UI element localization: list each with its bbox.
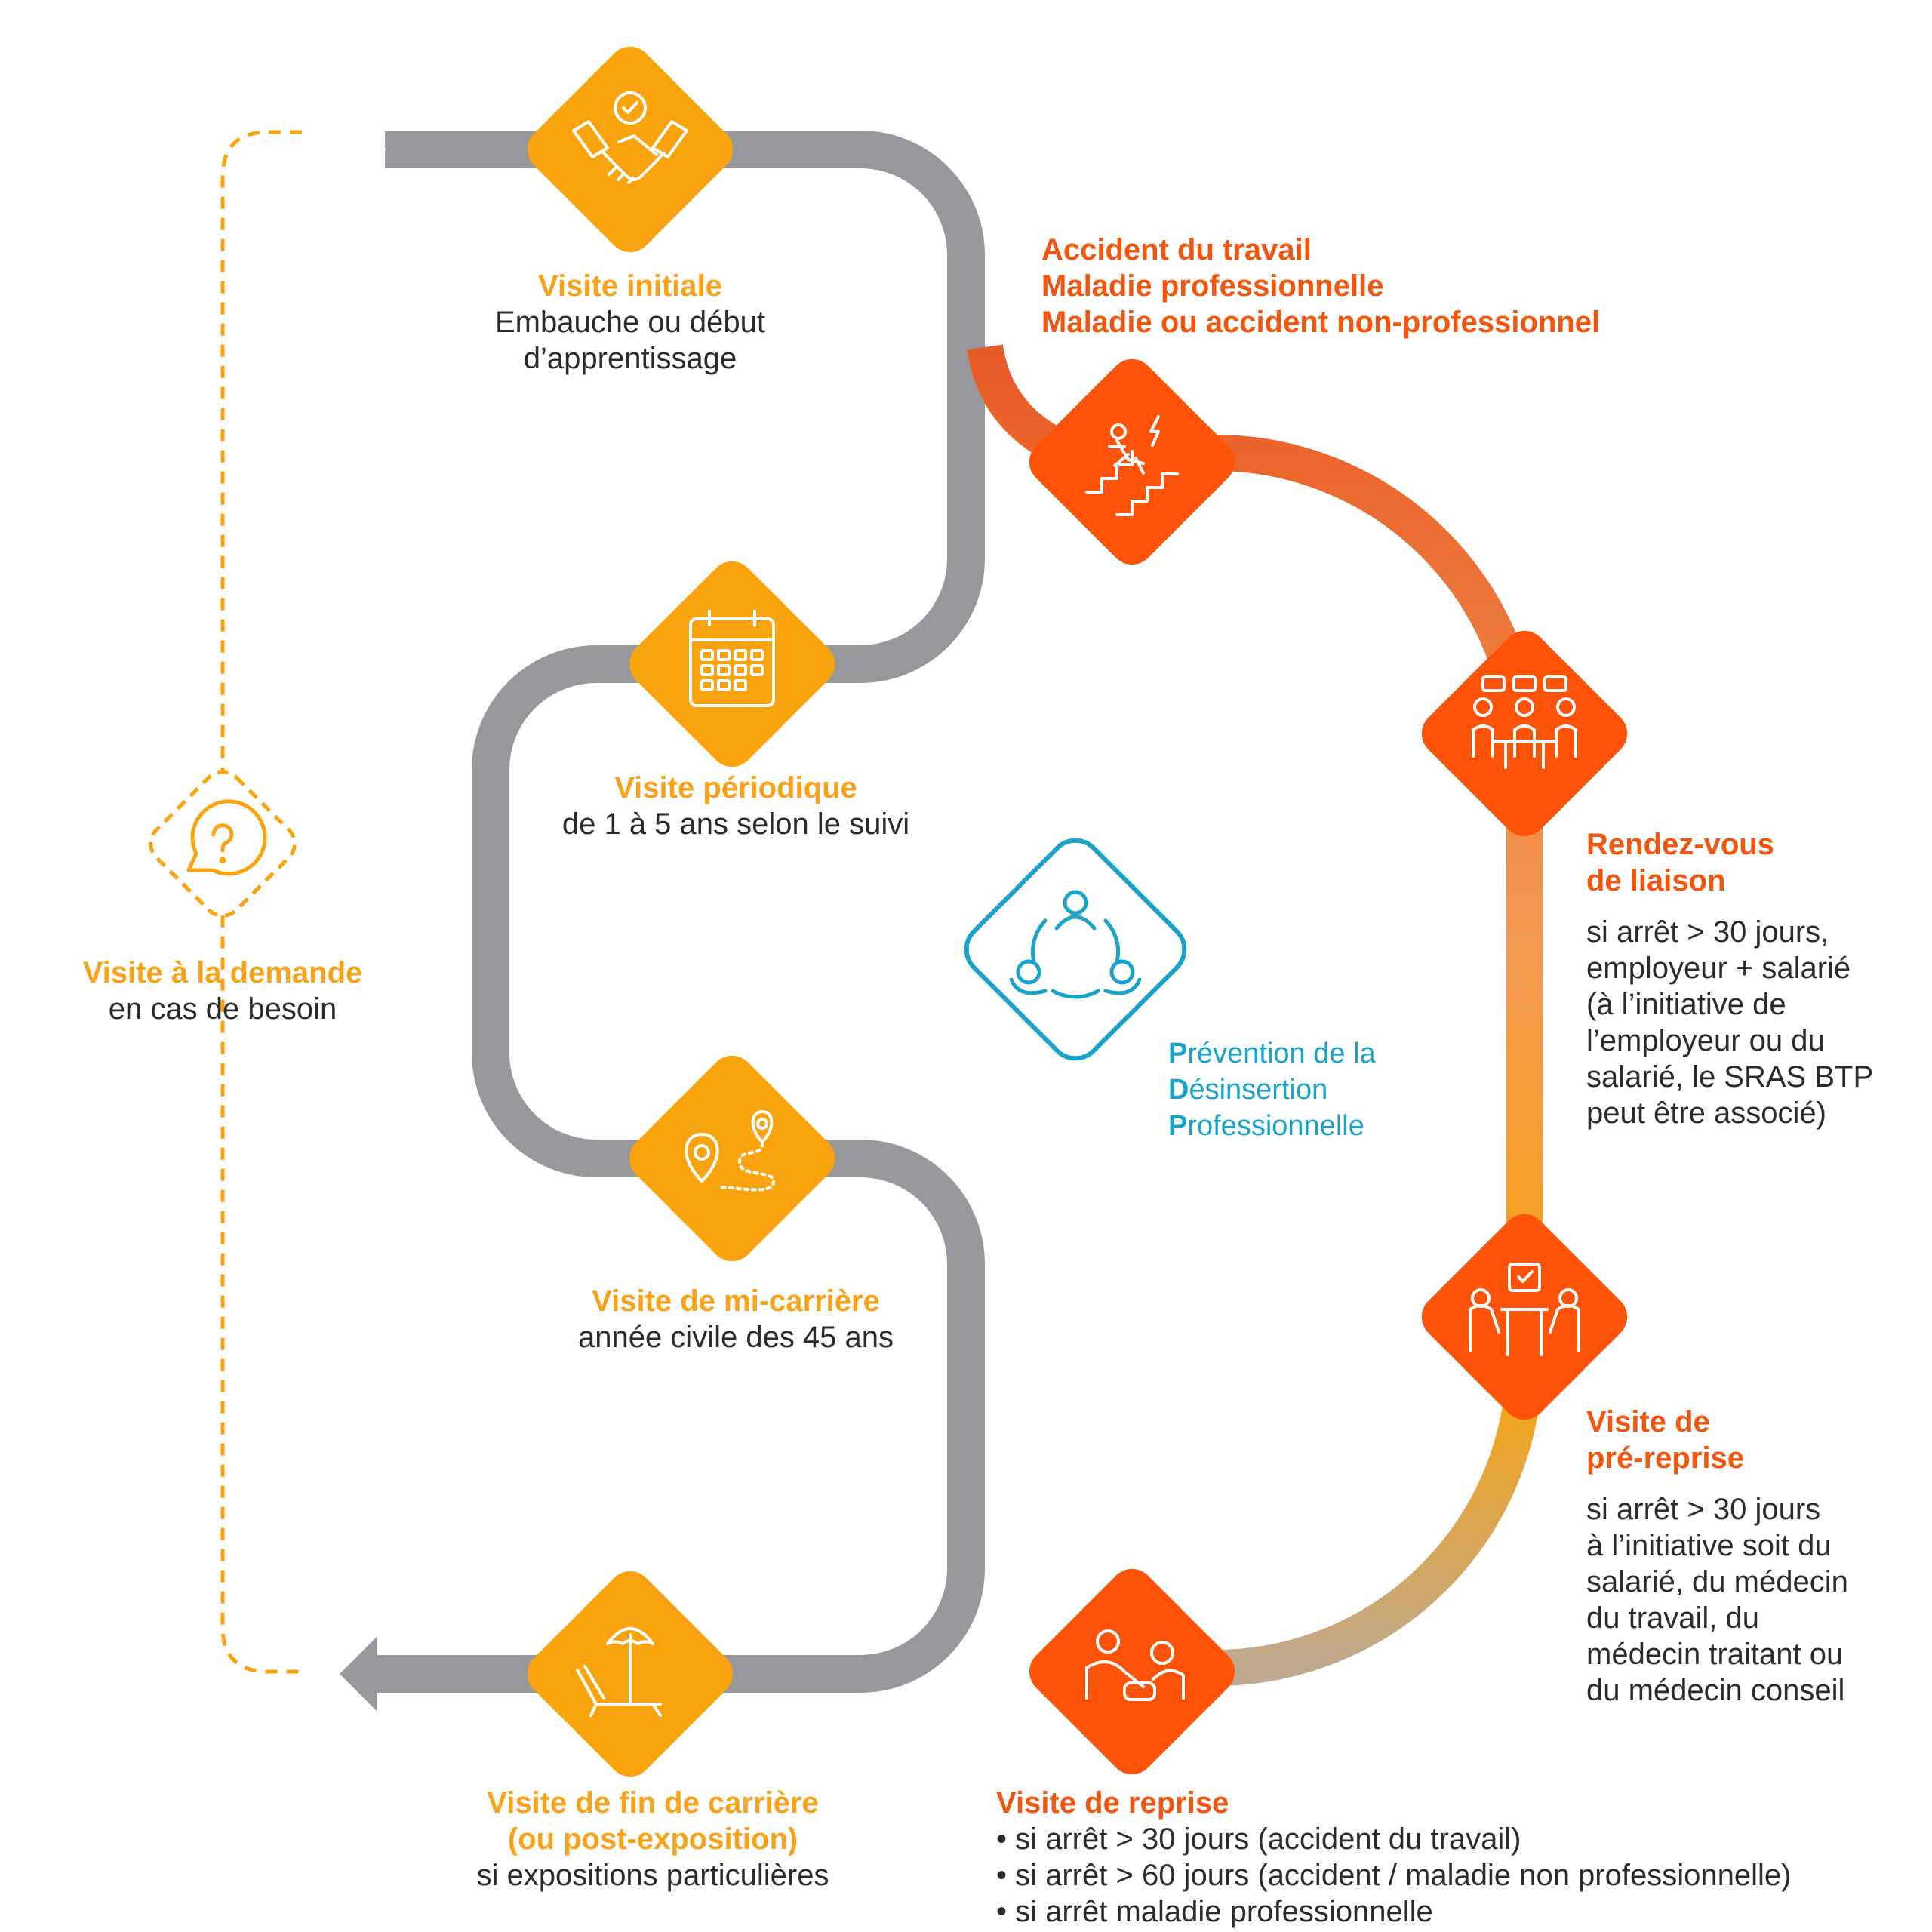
- periodic-visit-title: Visite périodique: [614, 771, 857, 804]
- pdp-header-label: Accident du travail Maladie professionne…: [1041, 232, 1600, 340]
- meeting-icon: [1472, 675, 1577, 769]
- end-of-career-visit-label: Visite de fin de carrière (ou post-expos…: [477, 1785, 829, 1894]
- beach-chair-icon: [576, 1627, 662, 1717]
- periodic-visit-diamond: [629, 561, 835, 768]
- pdp-line-1: Prévention de la: [1168, 1038, 1376, 1069]
- liaison-desc-5: salarié, le SRAS BTP: [1586, 1060, 1874, 1094]
- route-pins-icon: [685, 1110, 775, 1192]
- pdp-center-diamond: [964, 838, 1187, 1061]
- pre-reprise-desc-3: salarié, du médecin: [1586, 1565, 1848, 1598]
- falling-stairs-icon: [1085, 415, 1179, 516]
- on-demand-visit-label: Visite à la demande en cas de besoin: [83, 955, 363, 1027]
- on-demand-visit-diamond: [149, 770, 297, 918]
- track-start-notch: [362, 128, 386, 171]
- periodic-visit-desc: de 1 à 5 ans selon le suivi: [561, 808, 910, 841]
- pre-reprise-desc-4: du travail, du: [1586, 1601, 1760, 1635]
- pdp-header-3: Maladie ou accident non-professionnel: [1041, 306, 1601, 339]
- mid-career-visit-desc: année civile des 45 ans: [577, 1321, 894, 1354]
- liaison-desc-3: (à l’initiative de: [1586, 988, 1786, 1021]
- initial-visit-label: Visite initiale Embauche ou début d’appr…: [495, 268, 765, 377]
- reprise-desc-3: • si arrêt maladie professionnelle: [996, 1895, 1433, 1928]
- end-of-career-title-2: (ou post-exposition): [507, 1823, 798, 1856]
- liaison-desc-2: employeur + salarié: [1586, 952, 1851, 985]
- pdp-center-label: Prévention de la Désinsertion Profession…: [1168, 1035, 1376, 1144]
- handshake-icon: [572, 91, 688, 184]
- initial-visit-desc-1: Embauche ou début: [494, 306, 766, 339]
- track-end-arrow: [340, 1636, 377, 1712]
- main-career-track: [374, 131, 985, 1693]
- calendar-icon: [689, 610, 775, 707]
- initial-visit-desc-2: d’apprentissage: [523, 342, 737, 375]
- pre-reprise-desc-2: à l’initiative soit du: [1586, 1529, 1832, 1562]
- pdp-header-2: Maladie professionnelle: [1041, 269, 1384, 303]
- reprise-label: Visite de reprise • si arrêt > 30 jours …: [996, 1785, 1791, 1930]
- mid-career-visit-label: Visite de mi-carrière année civile des 4…: [578, 1283, 894, 1355]
- liaison-diamond: [1421, 630, 1628, 837]
- liaison-label: Rendez-vous de liaison si arrêt > 30 jou…: [1586, 826, 1873, 1131]
- pdp-header-1: Accident du travail: [1041, 233, 1312, 266]
- end-of-career-desc: si expositions particulières: [476, 1859, 829, 1892]
- mid-career-visit-diamond: [629, 1055, 835, 1262]
- question-bubble-icon: [186, 799, 267, 876]
- care-icon: [1085, 1629, 1185, 1701]
- pre-reprise-title-2: pré-reprise: [1586, 1441, 1744, 1475]
- initial-visit-diamond: [527, 46, 734, 253]
- reprise-title: Visite de reprise: [996, 1786, 1229, 1820]
- team-circle-icon: [1009, 890, 1142, 999]
- pre-reprise-desc-5: médecin traitant ou: [1586, 1638, 1844, 1671]
- reprise-desc-1: • si arrêt > 30 jours (accident du trava…: [996, 1823, 1521, 1856]
- end-of-career-visit-diamond: [527, 1571, 734, 1777]
- liaison-desc-1: si arrêt > 30 jours,: [1586, 915, 1829, 949]
- on-demand-title: Visite à la demande: [82, 956, 363, 989]
- mid-career-visit-title: Visite de mi-carrière: [592, 1284, 880, 1318]
- liaison-title-1: Rendez-vous: [1586, 828, 1774, 861]
- periodic-visit-label: Visite périodique de 1 à 5 ans selon le …: [562, 770, 909, 842]
- pdp-line-2: Désinsertion: [1168, 1074, 1328, 1106]
- reprise-diamond: [1029, 1568, 1235, 1775]
- pre-reprise-desc-6: du médecin conseil: [1586, 1674, 1845, 1707]
- accident-diamond: [1029, 358, 1235, 565]
- consultation-icon: [1469, 1263, 1580, 1356]
- initial-visit-title: Visite initiale: [538, 269, 722, 303]
- pdp-line-3: Professionnelle: [1168, 1110, 1364, 1142]
- liaison-title-2: de liaison: [1586, 864, 1726, 897]
- reprise-desc-2: • si arrêt > 60 jours (accident / maladi…: [996, 1859, 1792, 1892]
- liaison-desc-4: l’employeur ou du: [1586, 1024, 1825, 1057]
- liaison-desc-6: peut être associé): [1586, 1097, 1826, 1130]
- end-of-career-title-1: Visite de fin de carrière: [487, 1786, 819, 1820]
- pre-reprise-desc-1: si arrêt > 30 jours: [1586, 1493, 1821, 1526]
- on-demand-desc: en cas de besoin: [108, 992, 337, 1026]
- pre-reprise-diamond: [1421, 1214, 1628, 1420]
- pre-reprise-label: Visite de pré-reprise si arrêt > 30 jour…: [1586, 1404, 1848, 1709]
- pre-reprise-title-1: Visite de: [1586, 1405, 1710, 1438]
